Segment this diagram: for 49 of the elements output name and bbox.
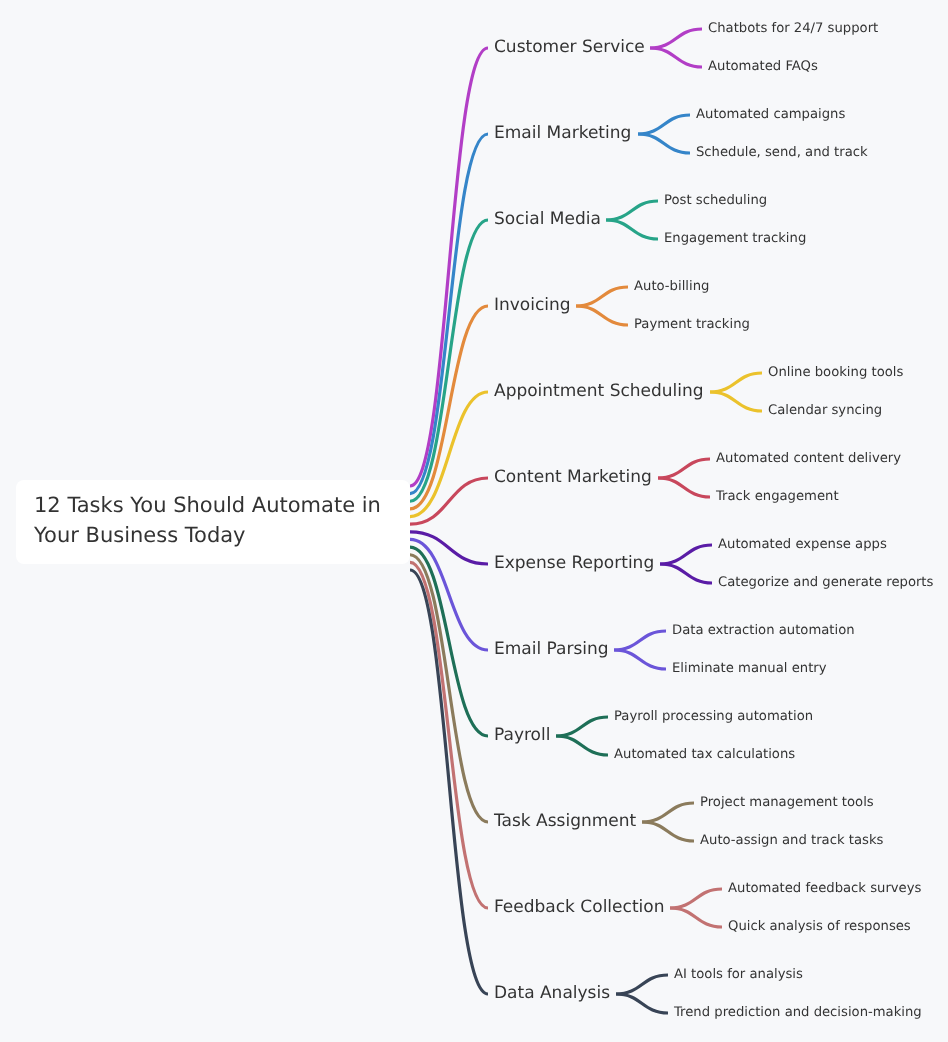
branch-topic: Customer Service — [494, 37, 645, 59]
branch-line — [659, 562, 713, 585]
branch-line — [555, 734, 609, 757]
branch-line — [409, 218, 489, 503]
root-topic-card: 12 Tasks You Should Automate in Your Business Today — [16, 480, 410, 564]
branch-line — [615, 973, 669, 996]
branch-topic: Email Parsing — [494, 639, 609, 661]
branch-line — [409, 304, 489, 511]
branch-line — [575, 304, 629, 327]
branch-topic: Invoicing — [494, 295, 571, 317]
branch-line — [605, 218, 659, 241]
branch-topic: Expense Reporting — [494, 553, 655, 575]
branch-line — [409, 530, 489, 566]
branch-topic: Payroll — [494, 725, 551, 747]
branch-line — [669, 887, 723, 910]
branch-line — [641, 801, 695, 824]
branch-line — [649, 27, 703, 50]
branch-line — [408, 46, 490, 488]
branch-topic: Content Marketing — [494, 467, 652, 489]
branch-topic: Appointment Scheduling — [494, 381, 704, 403]
branch-line — [409, 476, 489, 526]
branch-line — [669, 906, 723, 929]
branch-line — [575, 285, 629, 308]
branch-topic: Feedback Collection — [494, 897, 665, 919]
branch-line — [409, 561, 489, 910]
branch-line — [408, 568, 490, 996]
branch-line — [709, 371, 763, 394]
branch-line — [613, 629, 667, 652]
branch-line — [409, 537, 489, 652]
branch-line — [615, 992, 669, 1015]
branch-topic: Data Analysis — [494, 983, 611, 1005]
branch-line — [409, 553, 489, 824]
branch-line — [659, 543, 713, 566]
branch-topic: Email Marketing — [494, 123, 632, 145]
branch-line — [555, 715, 609, 738]
branch-line — [649, 46, 703, 69]
branch-line — [657, 457, 711, 480]
branch-line — [409, 132, 489, 495]
branch-line — [409, 545, 489, 738]
branch-line — [637, 132, 691, 155]
branch-line — [709, 390, 763, 413]
branch-line — [605, 199, 659, 222]
branch-line — [657, 476, 711, 499]
branch-line — [637, 113, 691, 136]
branch-line — [641, 820, 695, 843]
branch-topic: Task Assignment — [494, 811, 637, 833]
branch-topic: Social Media — [494, 209, 601, 231]
branch-line — [613, 648, 667, 671]
branch-line — [409, 390, 489, 519]
